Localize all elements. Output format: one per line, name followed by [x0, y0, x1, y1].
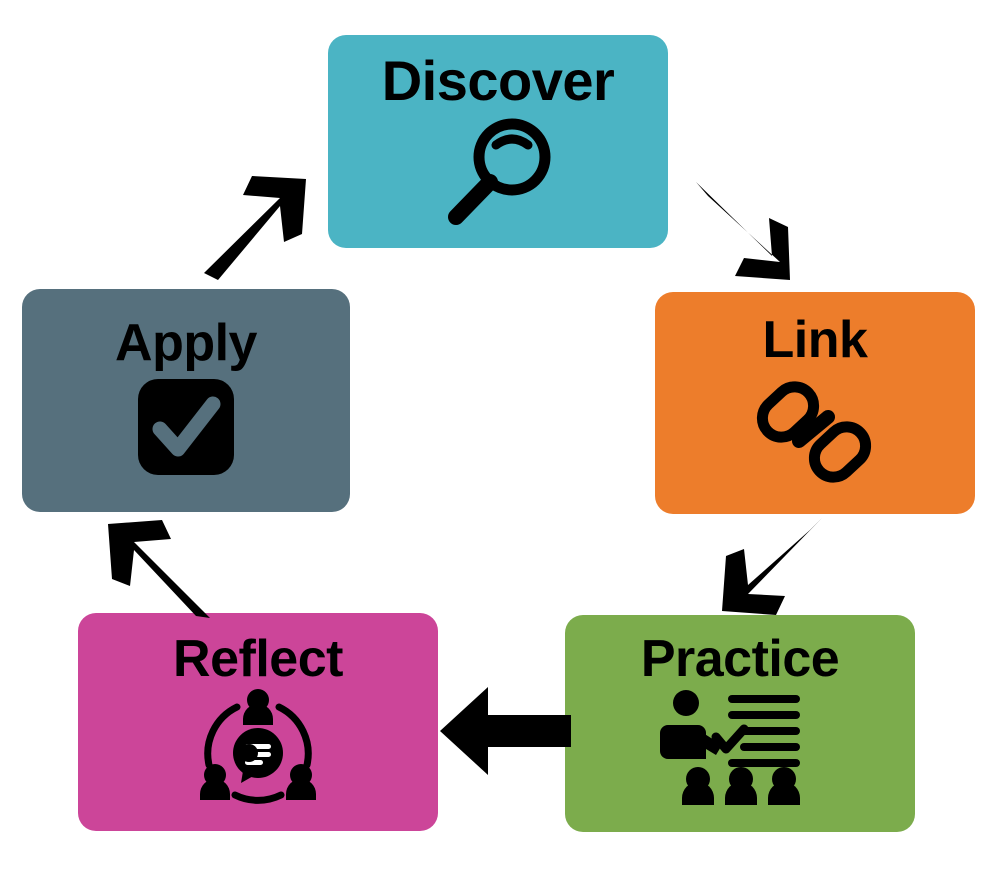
arrow-up-right-icon — [196, 168, 316, 283]
checkmark-box-icon — [136, 377, 236, 477]
node-apply-label: Apply — [115, 314, 257, 372]
arrow-down-left-icon — [712, 508, 830, 626]
chain-link-icon — [750, 372, 880, 494]
arrow-up-left-icon — [100, 508, 222, 626]
training-presentation-icon — [656, 689, 824, 805]
node-link[interactable]: Link — [655, 292, 975, 514]
node-practice[interactable]: Practice — [565, 615, 915, 832]
arrow-down-right-icon — [690, 172, 805, 287]
node-practice-label: Practice — [640, 630, 840, 688]
discussion-circle-icon — [193, 687, 323, 811]
magnifying-glass-icon — [434, 115, 562, 233]
node-discover-label: Discover — [381, 49, 615, 112]
node-apply[interactable]: Apply — [22, 289, 350, 512]
node-reflect[interactable]: Reflect — [78, 613, 438, 831]
node-link-label: Link — [762, 311, 868, 369]
arrow-left-icon — [438, 685, 573, 777]
node-reflect-label: Reflect — [173, 630, 343, 688]
node-discover[interactable]: Discover — [328, 35, 668, 248]
